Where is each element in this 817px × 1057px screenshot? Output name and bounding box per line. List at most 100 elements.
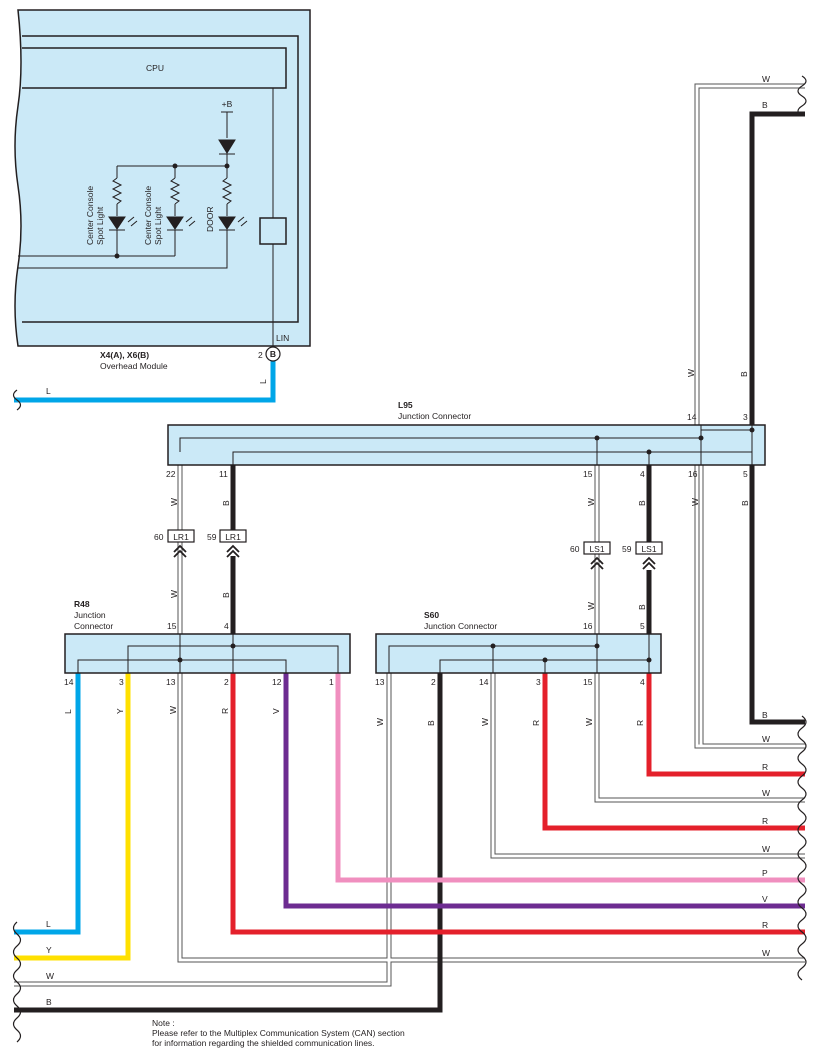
r48-pin-15: 15 xyxy=(167,621,177,631)
r48-pin-2: 2 xyxy=(224,677,229,687)
svg-text:LR1: LR1 xyxy=(225,532,241,542)
wire-label: L xyxy=(63,709,73,714)
module-pin: 2 xyxy=(258,350,263,360)
junction-connector-s60: S60 Junction Connector 16 5 13 2 14 3 15… xyxy=(375,610,662,687)
wire-l-r48-14 xyxy=(14,673,81,935)
svg-text:60: 60 xyxy=(154,532,164,542)
junction-pin-ls1-59: 59 LS1 xyxy=(622,541,663,570)
l95-pin-3: 3 xyxy=(743,412,748,422)
led-icon xyxy=(218,216,236,230)
wire-label: W xyxy=(169,498,179,506)
cpu-label: CPU xyxy=(146,63,164,73)
edge-label-left: Y xyxy=(46,945,52,955)
wire-label: Y xyxy=(115,708,125,714)
r48-bus xyxy=(77,634,339,673)
l95-pin-22: 22 xyxy=(166,469,176,479)
r48-dots xyxy=(177,643,236,663)
white-wires xyxy=(14,83,805,987)
junction-pin-lr1-59: 59 LR1 xyxy=(207,529,247,558)
resistor-icon xyxy=(111,177,123,205)
module-inner-frame xyxy=(22,35,299,323)
svg-text:59: 59 xyxy=(207,532,217,542)
colored-wires xyxy=(14,111,805,1013)
wire-r-r48-2 xyxy=(230,673,805,935)
l95-pin-14: 14 xyxy=(687,412,697,422)
wire-b-s60-2 xyxy=(14,673,443,1013)
r48-name-1: Junction xyxy=(74,610,106,620)
l95-name: Junction Connector xyxy=(398,411,471,421)
module-name: Overhead Module xyxy=(100,361,168,371)
edge-label-right: W xyxy=(762,788,770,798)
spot-light-1-line1: Center Console xyxy=(85,186,95,245)
wire-label: W xyxy=(168,706,178,714)
r48-pin-3: 3 xyxy=(119,677,124,687)
junction-pins: 60 LR1 59 LR1 60 LS1 59 LS1 xyxy=(154,529,663,570)
r48-id: R48 xyxy=(74,599,90,609)
led-icon xyxy=(166,216,184,230)
wire-w-s60-13 xyxy=(14,673,392,987)
junction-pin-lr1-60: 60 LR1 xyxy=(154,529,195,558)
s60-bus xyxy=(388,634,650,673)
r48-pin-12: 12 xyxy=(272,677,282,687)
module-id: X4(A), X6(B) xyxy=(100,350,149,360)
svg-text:LS1: LS1 xyxy=(589,544,604,554)
wire-label: R xyxy=(531,720,541,726)
r48-body xyxy=(64,633,351,674)
spot-light-1-line2: Spot Light xyxy=(95,206,105,245)
wire-label: R xyxy=(220,708,230,714)
note-line-2: for information regarding the shielded c… xyxy=(152,1038,375,1048)
l95-pin-16: 16 xyxy=(688,469,698,479)
r48-pin-13: 13 xyxy=(166,677,176,687)
left-break-bottom xyxy=(12,921,22,1043)
left-break-l xyxy=(12,389,22,411)
wire-label: B xyxy=(740,500,750,506)
wire-label: W xyxy=(586,498,596,506)
wire-label: W xyxy=(480,718,490,726)
wire-y-r48-3 xyxy=(14,673,131,961)
chevron-up-icon xyxy=(173,544,187,558)
edge-label-l-top: L xyxy=(46,386,51,396)
right-break-top xyxy=(797,75,807,117)
s60-pin-4: 4 xyxy=(640,677,645,687)
resistor-icon xyxy=(169,177,181,205)
edge-breaks xyxy=(12,75,807,1043)
chevron-up-icon xyxy=(642,556,656,570)
edge-label-right: W xyxy=(762,734,770,744)
junction-pin-ls1-60: 60 LS1 xyxy=(570,541,611,570)
edge-label-right: W xyxy=(762,948,770,958)
cpu-box xyxy=(22,47,287,89)
wire-label: V xyxy=(271,708,281,714)
edge-label-right: P xyxy=(762,868,768,878)
edge-label-left: B xyxy=(46,997,52,1007)
wire-label: B xyxy=(221,592,231,598)
svg-text:60: 60 xyxy=(570,544,580,554)
svg-text:59: 59 xyxy=(622,544,632,554)
note-title: Note : xyxy=(152,1018,175,1028)
wire-label: W xyxy=(375,718,385,726)
svg-text:LR1: LR1 xyxy=(173,532,189,542)
s60-pin-15: 15 xyxy=(583,677,593,687)
wire-label-module-l: L xyxy=(258,379,268,384)
wire-label: W xyxy=(690,498,700,506)
s60-body xyxy=(375,633,662,674)
edge-label-right: V xyxy=(762,894,768,904)
r48-pin-14: 14 xyxy=(64,677,74,687)
lin-label: LIN xyxy=(276,333,289,343)
spot-light-2-line1: Center Console xyxy=(143,186,153,245)
wire-label: W xyxy=(169,590,179,598)
module-pin-circle xyxy=(265,346,281,362)
l95-pin-15: 15 xyxy=(583,469,593,479)
r48-name-2: Connector xyxy=(74,621,113,631)
wire-v-r48-12 xyxy=(283,673,805,909)
wire-label: W xyxy=(686,369,696,377)
svg-text:LS1: LS1 xyxy=(641,544,656,554)
l95-id: L95 xyxy=(398,400,413,410)
wire-label: B xyxy=(221,500,231,506)
wire-r-s60-4 xyxy=(646,673,805,777)
left-edge-labels: L Y W B xyxy=(46,919,54,1007)
junction-connector-r48: R48 Junction Connector 15 4 14 3 13 2 12… xyxy=(64,599,351,687)
junction-connector-l95: L95 Junction Connector 14 3 22 11 15 4 1… xyxy=(166,400,766,479)
module-circuit xyxy=(18,88,274,346)
s60-pin-3: 3 xyxy=(536,677,541,687)
